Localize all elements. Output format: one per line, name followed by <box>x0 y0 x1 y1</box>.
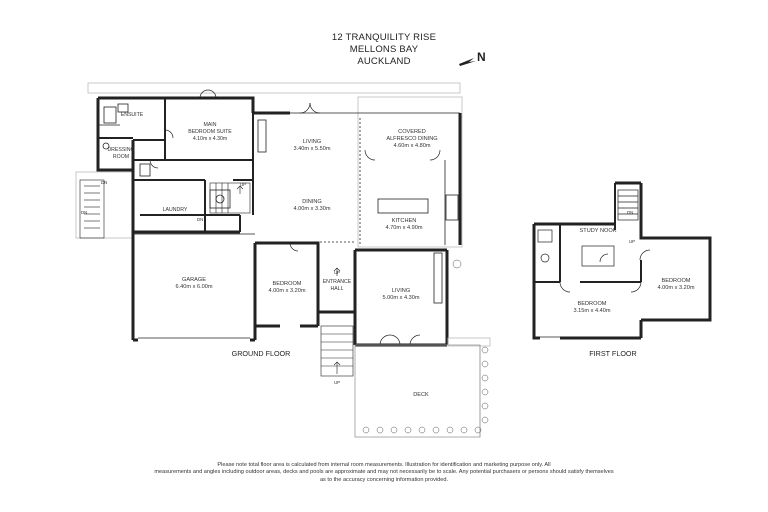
stairs-dn-label-1: DN <box>101 180 107 185</box>
laundry-label: LAUNDRY <box>163 207 188 213</box>
first-floor-labels: STUDY NOOK BEDROOM 4.00m x 3.20m BEDROOM… <box>574 210 695 358</box>
garage-size: 6.40m x 6.00m <box>176 284 213 290</box>
ensuite-label: ENSUITE <box>121 112 144 118</box>
first-bedroom-right-size: 4.00m x 3.20m <box>658 285 695 291</box>
bedroom-label: BEDROOM <box>273 281 302 287</box>
main-bedroom-label-1: MAIN <box>204 122 217 128</box>
entrance-label-1: ENTRANCE <box>323 279 352 285</box>
first-floor-plan <box>532 181 712 340</box>
ground-floor-labels: ENSUITE MAIN BEDROOM SUITE 4.10m x 4.30m… <box>81 112 438 398</box>
north-label: N <box>477 50 486 64</box>
first-stairs-up-label: UP <box>629 239 635 244</box>
disclaimer-line-2: measurements and angles including outdoo… <box>154 469 614 476</box>
bedroom-size: 4.00m x 3.20m <box>269 288 306 294</box>
ground-floor-plan <box>75 82 491 438</box>
deck-label: DECK <box>413 392 429 398</box>
stairs-up-label-2: UP <box>334 270 340 275</box>
address-line-3: AUCKLAND <box>357 56 411 67</box>
garage-label: GARAGE <box>182 277 206 283</box>
dining-size: 4.00m x 3.30m <box>294 206 331 212</box>
alfresco-label-1: COVERED <box>398 129 426 135</box>
dressing-label-1: DRESSING <box>107 147 134 153</box>
living-top-label: LIVING <box>303 139 321 145</box>
main-bedroom-label-2: BEDROOM SUITE <box>188 129 232 135</box>
study-nook-label: STUDY NOOK <box>580 228 617 234</box>
main-bedroom-size: 4.10m x 4.30m <box>193 136 227 142</box>
first-floor-caption: FIRST FLOOR <box>589 349 636 358</box>
disclaimer-line-1: Please note total floor area is calculat… <box>217 462 551 468</box>
north-arrow-icon <box>459 58 476 66</box>
stairs-dn-label-3: DN <box>197 217 203 222</box>
dressing-label-2: ROOM <box>113 154 129 160</box>
first-bedroom-right-label: BEDROOM <box>662 278 691 284</box>
living-bottom-label: LIVING <box>392 288 410 294</box>
disclaimer: Please note total floor area is calculat… <box>110 462 658 484</box>
alfresco-size: 4.60m x 4.80m <box>394 143 431 149</box>
address-line-2: MELLONS BAY <box>349 44 419 55</box>
first-bedroom-center-size: 3.15m x 4.40m <box>574 308 611 314</box>
first-stairs-dn-label: DN <box>627 210 633 215</box>
kitchen-size: 4.70m x 4.90m <box>386 225 423 231</box>
stairs-up-label-3: UP <box>334 380 340 385</box>
kitchen-label: KITCHEN <box>392 218 417 224</box>
living-bottom-size: 5.00m x 4.30m <box>383 295 420 301</box>
disclaimer-line-3: as to the accuracy concerning informatio… <box>319 476 449 483</box>
address-line-1: 12 TRANQUILITY RISE <box>331 32 437 43</box>
stairs-up-label-1: UP <box>240 182 246 187</box>
alfresco-label-2: ALFRESCO DINING <box>386 136 437 142</box>
first-bedroom-center-label: BEDROOM <box>578 301 607 307</box>
dining-label: DINING <box>302 199 322 205</box>
stairs-dn-label-2: DN <box>81 210 87 215</box>
entrance-label-2: HALL <box>331 286 344 292</box>
living-top-size: 3.40m x 5.50m <box>294 146 331 152</box>
ground-floor-caption: GROUND FLOOR <box>232 349 291 358</box>
